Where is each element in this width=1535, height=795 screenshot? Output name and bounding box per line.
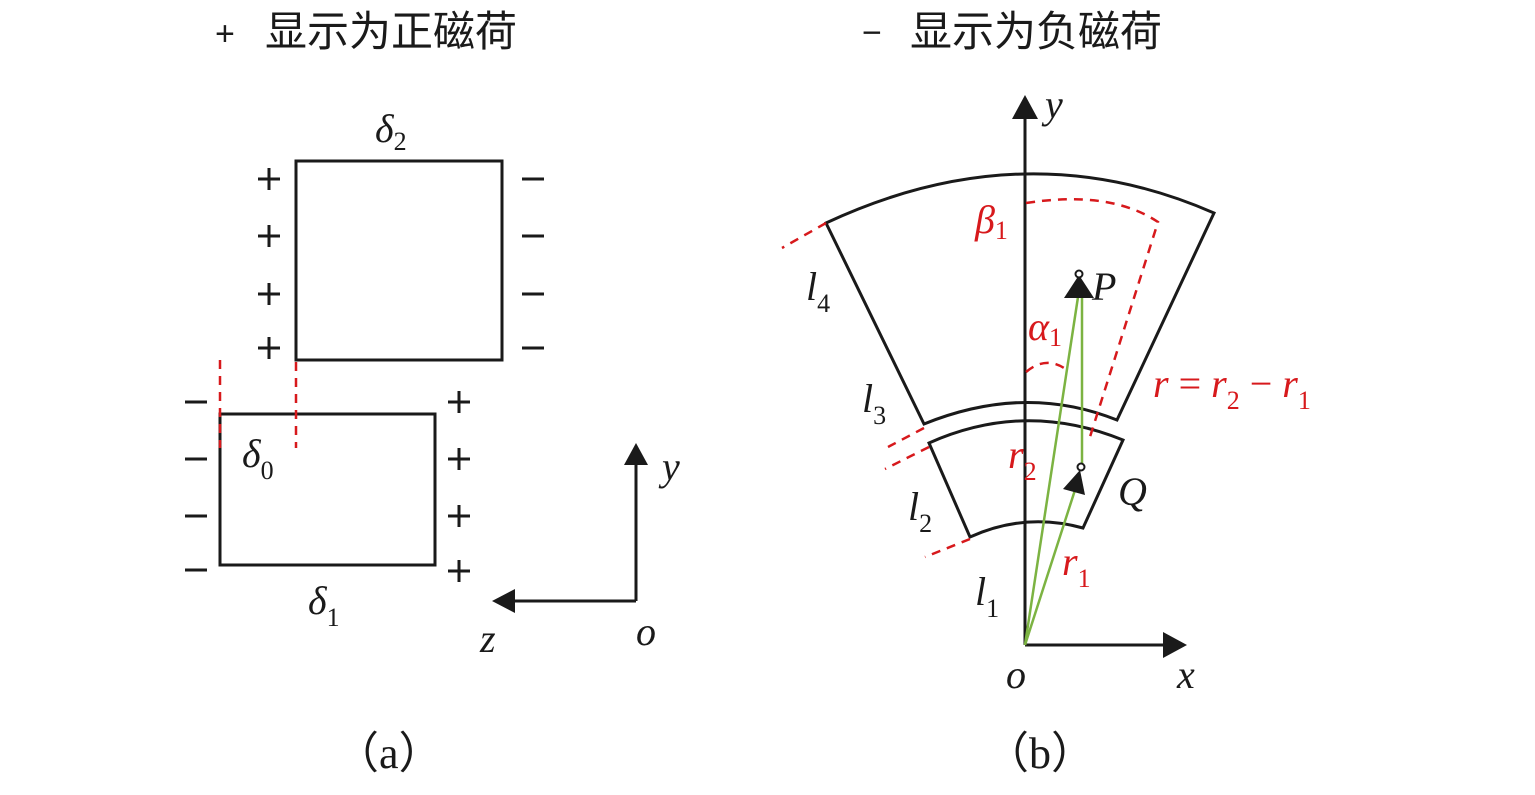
panel-b: y x o P Q l4 l3 l2 l1 β1 α1 r2 r1 r = r2… [781,82,1311,778]
lower-left-signs [185,400,207,572]
label-point-p: P [1091,264,1116,309]
point-q [1076,462,1086,472]
upper-right-signs [522,177,544,350]
plus-sign [258,225,280,247]
header-right: − 显示为负磁荷 [862,7,1162,56]
label-beta1: β1 [974,197,1008,245]
minus-symbol: − [862,14,882,52]
arrowhead-p-icon [1064,275,1094,298]
caption-a: （a） [335,729,443,778]
plus-sign [258,168,280,190]
header-left: + 显示为正磁荷 [215,7,517,56]
plus-symbol: + [215,15,235,53]
upper-left-signs [258,168,280,359]
label-l3: l3 [862,376,886,430]
vector-r2 [1023,296,1080,646]
arrow-right-icon [1163,632,1187,658]
beta1-arc-dashed [1025,198,1160,441]
header-right-text: 显示为负磁荷 [910,7,1162,56]
label-delta1: δ1 [308,578,340,632]
label-axis-x: x [1176,652,1195,697]
plus-sign [448,448,470,470]
label-r2: r2 [1008,432,1037,486]
label-axis-z: z [479,616,496,661]
l4-extension-dashed [781,221,827,250]
arrowhead-q-icon [1063,470,1085,495]
label-axis-y-b: y [1041,82,1063,127]
plus-sign [448,560,470,582]
label-delta2: δ2 [375,106,407,156]
upper-magnet [294,159,504,362]
label-l4: l4 [806,264,830,318]
arrow-up-icon [1012,95,1038,119]
label-l2: l2 [908,484,932,538]
inner-magnet-sector [927,419,1126,539]
plus-sign [448,391,470,413]
vector-r1 [1023,489,1077,646]
label-delta0: δ0 [242,431,274,485]
label-r1: r1 [1062,539,1091,593]
label-point-q: Q [1118,469,1147,514]
header-left-text: 显示为正磁荷 [265,7,517,56]
plus-sign [448,505,470,527]
lower-magnet [218,412,437,567]
lower-right-signs [448,391,470,582]
l3-extension-dashed [887,426,925,449]
label-origin-a: o [636,609,656,654]
l2-upper-extension-dashed [884,445,930,471]
label-l1: l1 [975,569,999,623]
formula-r: r = r2 − r1 [1153,361,1311,415]
label-alpha1: α1 [1028,304,1062,352]
plus-sign [258,283,280,305]
caption-b: （b） [985,729,1095,778]
label-origin-b: o [1006,652,1026,697]
alpha1-arc-dashed [1025,361,1065,373]
label-axis-y-a: y [658,444,680,489]
arrow-up-icon [624,443,648,465]
arrow-left-icon [492,589,515,613]
plus-sign [258,337,280,359]
outer-magnet-sector [823,172,1217,426]
point-p [1074,269,1084,279]
panel-a: δ2 δ0 δ1 y z o （a） [185,106,680,778]
l1-extension-dashed [924,537,971,559]
